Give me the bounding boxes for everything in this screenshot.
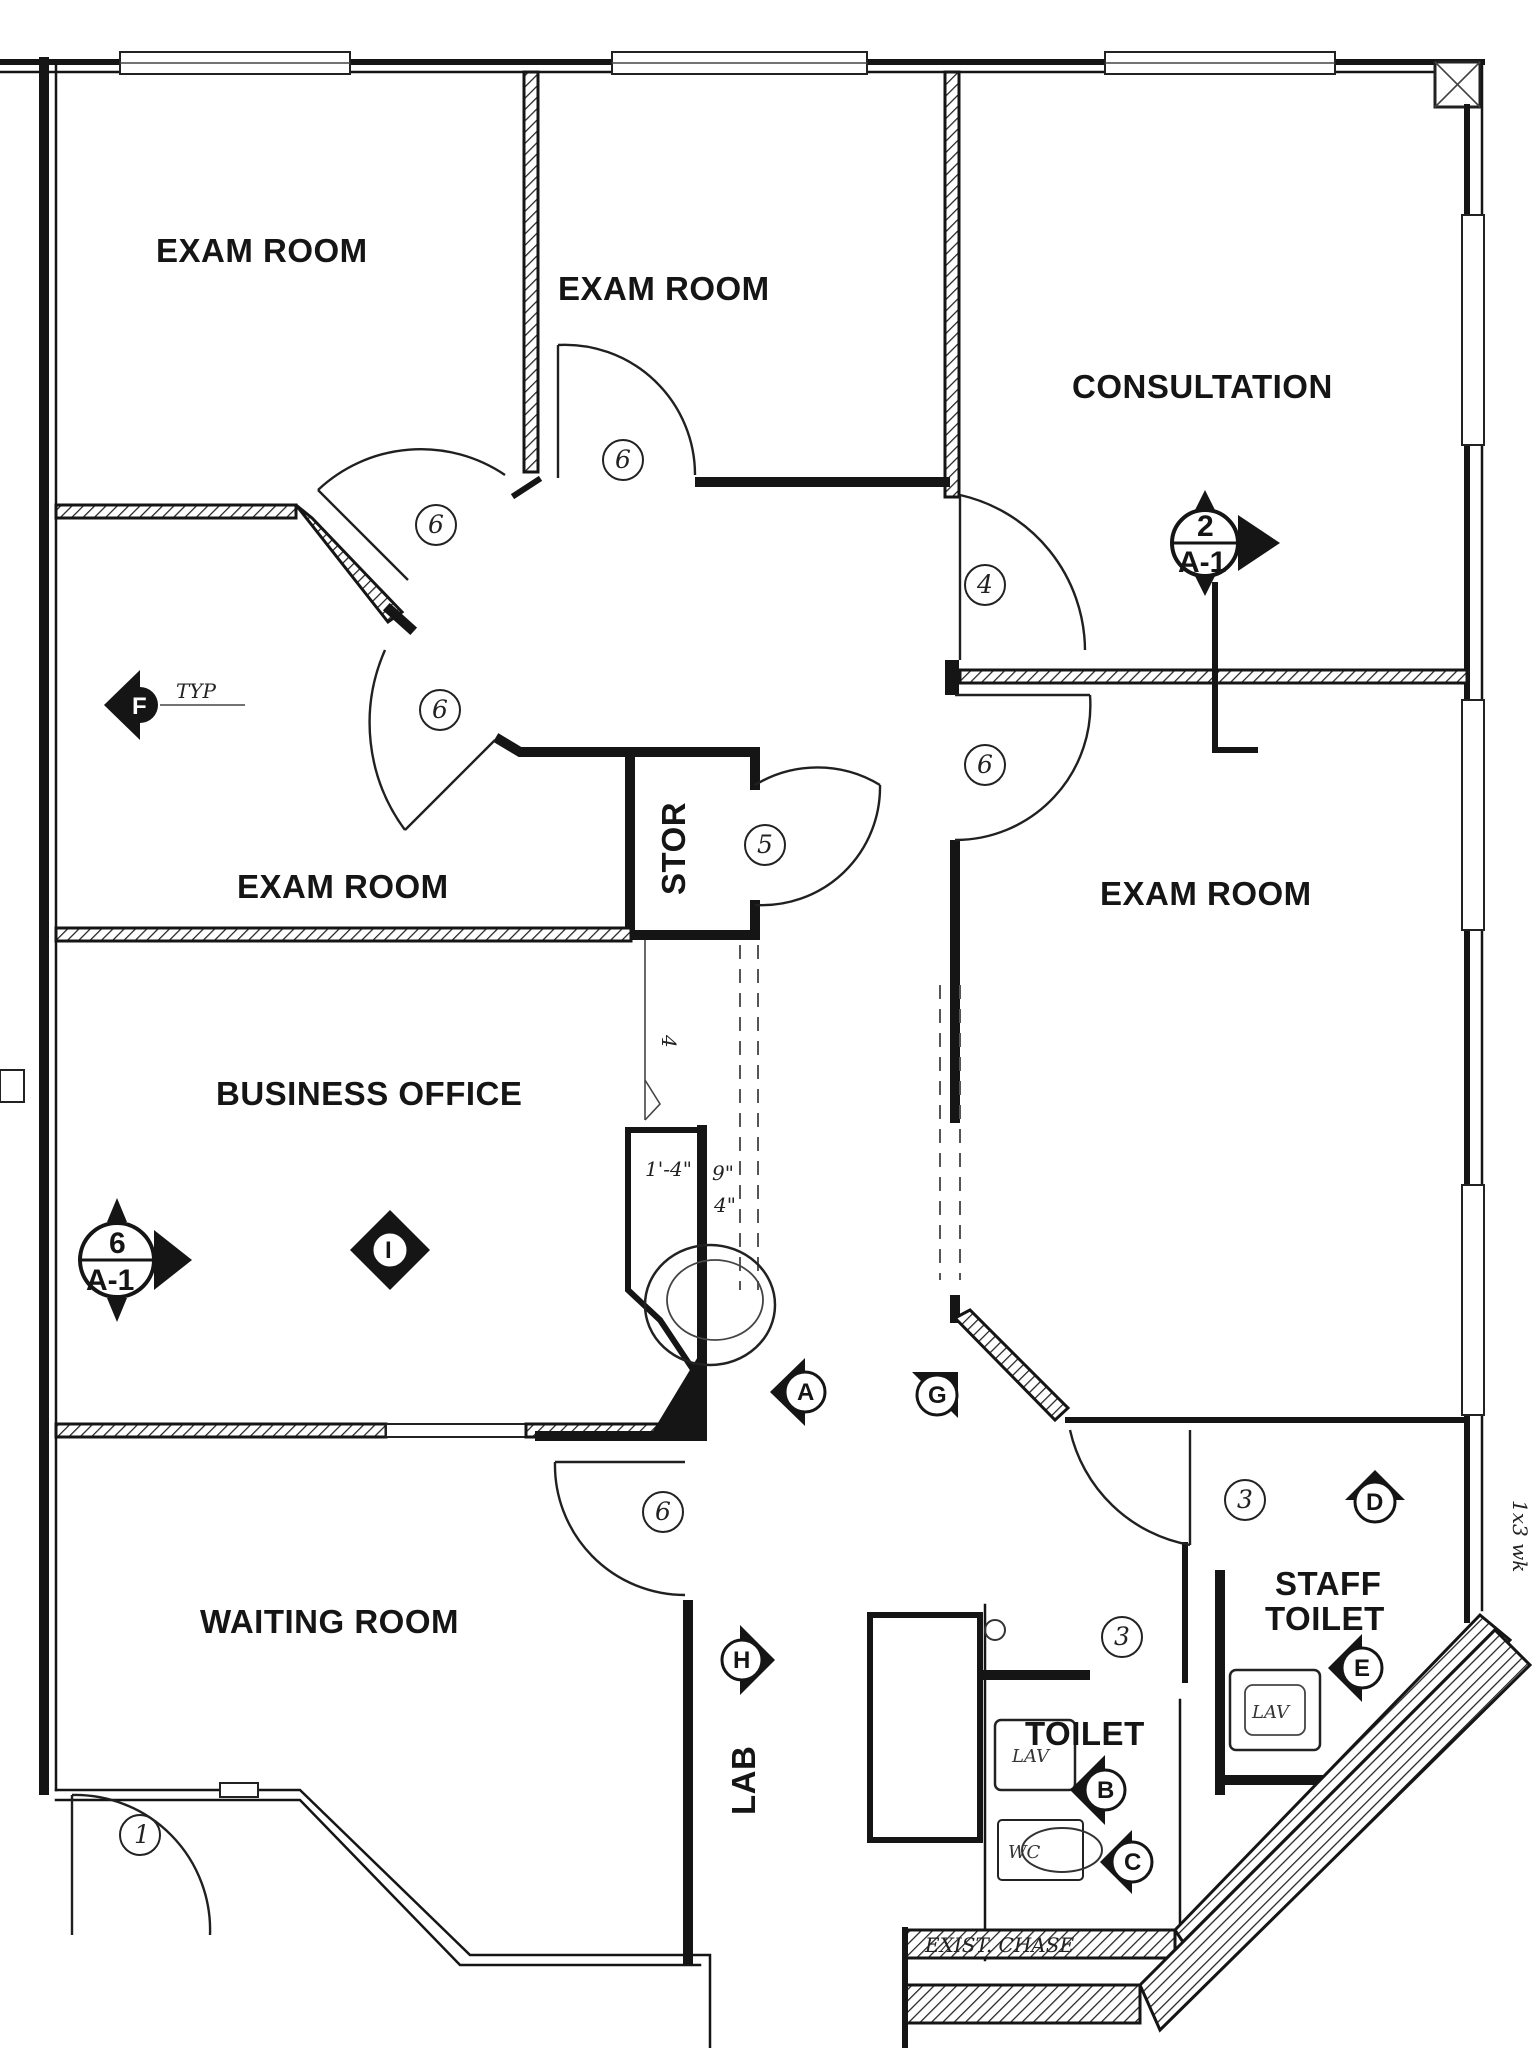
door-tag: 3	[1114, 1622, 1130, 1651]
room-label-lab: LAB	[725, 1746, 762, 1815]
door-tag: 4	[976, 570, 993, 599]
elevation-tag-b-shape	[1070, 1755, 1127, 1825]
dimension-note: 1'-4"	[645, 1157, 692, 1181]
door-tag: 3	[1237, 1485, 1253, 1514]
elevation-tag-f: F	[132, 693, 147, 720]
elevation-tag-d-shape	[1345, 1470, 1405, 1524]
dimension-note: 4"	[713, 1193, 736, 1217]
elevation-tag-labels: F I A G D H B E C	[132, 693, 1383, 1876]
section-mark-labels: 2 A-1 6 A-1	[86, 510, 1226, 1297]
dimension-note: 9"	[712, 1161, 734, 1185]
section-mark-2-sheet: A-1	[1178, 546, 1226, 579]
door-number-circles	[119, 439, 1266, 1856]
room-label-stor: STOR	[655, 802, 692, 895]
handwritten-notes: TYP 1'-4" 9" 4" 4 EXIST. CHASE 1x3 wk LA…	[176, 679, 1532, 1957]
elevation-tag-g-shape	[912, 1372, 959, 1418]
elevation-tag-h: H	[733, 1647, 750, 1674]
reception-desk-sketch	[625, 940, 777, 1390]
elevation-tag-i: I	[385, 1237, 392, 1264]
fixture-label-lav: LAV	[1011, 1746, 1051, 1767]
room-label-exam-room-1: EXAM ROOM	[156, 232, 368, 269]
elevation-tag-b: B	[1097, 1777, 1114, 1804]
door-tag: 6	[977, 750, 993, 779]
section-mark-6-sheet: A-1	[86, 1264, 134, 1297]
door-tag: 1	[134, 1820, 150, 1849]
room-label-staff-toilet: TOILET	[1265, 1600, 1385, 1637]
interior-walls	[54, 70, 1533, 2048]
fixture-label-wc: WC	[1008, 1842, 1041, 1863]
elevation-tag-c-shape	[1100, 1830, 1154, 1894]
fixture-label-lav: LAV	[1251, 1702, 1291, 1723]
dashed-counter-lines	[739, 945, 961, 1290]
section-mark-6-number: 6	[109, 1227, 126, 1260]
elevation-tag-c: C	[1124, 1849, 1141, 1876]
door-swings	[70, 343, 1192, 1936]
door-tag-labels: 6 6 6 4 6 5 6 3 3 1	[134, 445, 1253, 1849]
room-labels: EXAM ROOM EXAM ROOM CONSULTATION EXAM RO…	[156, 232, 1385, 1815]
elevation-tag-a-shape	[770, 1358, 827, 1426]
elevation-tag-f-shape	[104, 670, 245, 740]
exist-chase-note: EXIST. CHASE	[924, 1933, 1074, 1957]
door-tag: 6	[615, 445, 631, 474]
room-label-toilet: TOILET	[1025, 1715, 1145, 1752]
elevation-tag-i-shape	[350, 1210, 430, 1290]
room-label-exam-room-2: EXAM ROOM	[558, 270, 770, 307]
room-label-consultation: CONSULTATION	[1072, 368, 1333, 405]
elevation-tag-d: D	[1366, 1489, 1383, 1516]
room-label-business-office: BUSINESS OFFICE	[216, 1075, 522, 1112]
exterior-walls	[0, 51, 1485, 1795]
elevation-tag-a: A	[797, 1379, 814, 1406]
section-mark-6-shape	[78, 1198, 192, 1322]
door-tag: 5	[757, 830, 773, 859]
side-note: 1x3 wk	[1508, 1500, 1532, 1572]
room-label-waiting-room: WAITING ROOM	[200, 1603, 459, 1640]
door-tag: 6	[655, 1497, 671, 1526]
room-label-exam-room-3: EXAM ROOM	[237, 868, 449, 905]
door-tag: 6	[432, 695, 448, 724]
elevation-tag-g: G	[928, 1382, 947, 1409]
elevation-tag-e-shape	[1328, 1634, 1384, 1702]
room-label-staff: STAFF	[1275, 1565, 1381, 1602]
room-label-exam-room-4: EXAM ROOM	[1100, 875, 1312, 912]
plumbing-fixtures	[984, 1619, 1322, 1881]
door-tag: 6	[428, 510, 444, 539]
section-mark-2-shape	[1170, 490, 1280, 596]
elevation-tag-e: E	[1354, 1655, 1370, 1682]
typ-note: TYP	[176, 679, 217, 703]
section-mark-2-number: 2	[1197, 510, 1214, 543]
dimension-note: 4	[657, 1034, 681, 1048]
elevation-tag-h-shape	[720, 1625, 775, 1695]
